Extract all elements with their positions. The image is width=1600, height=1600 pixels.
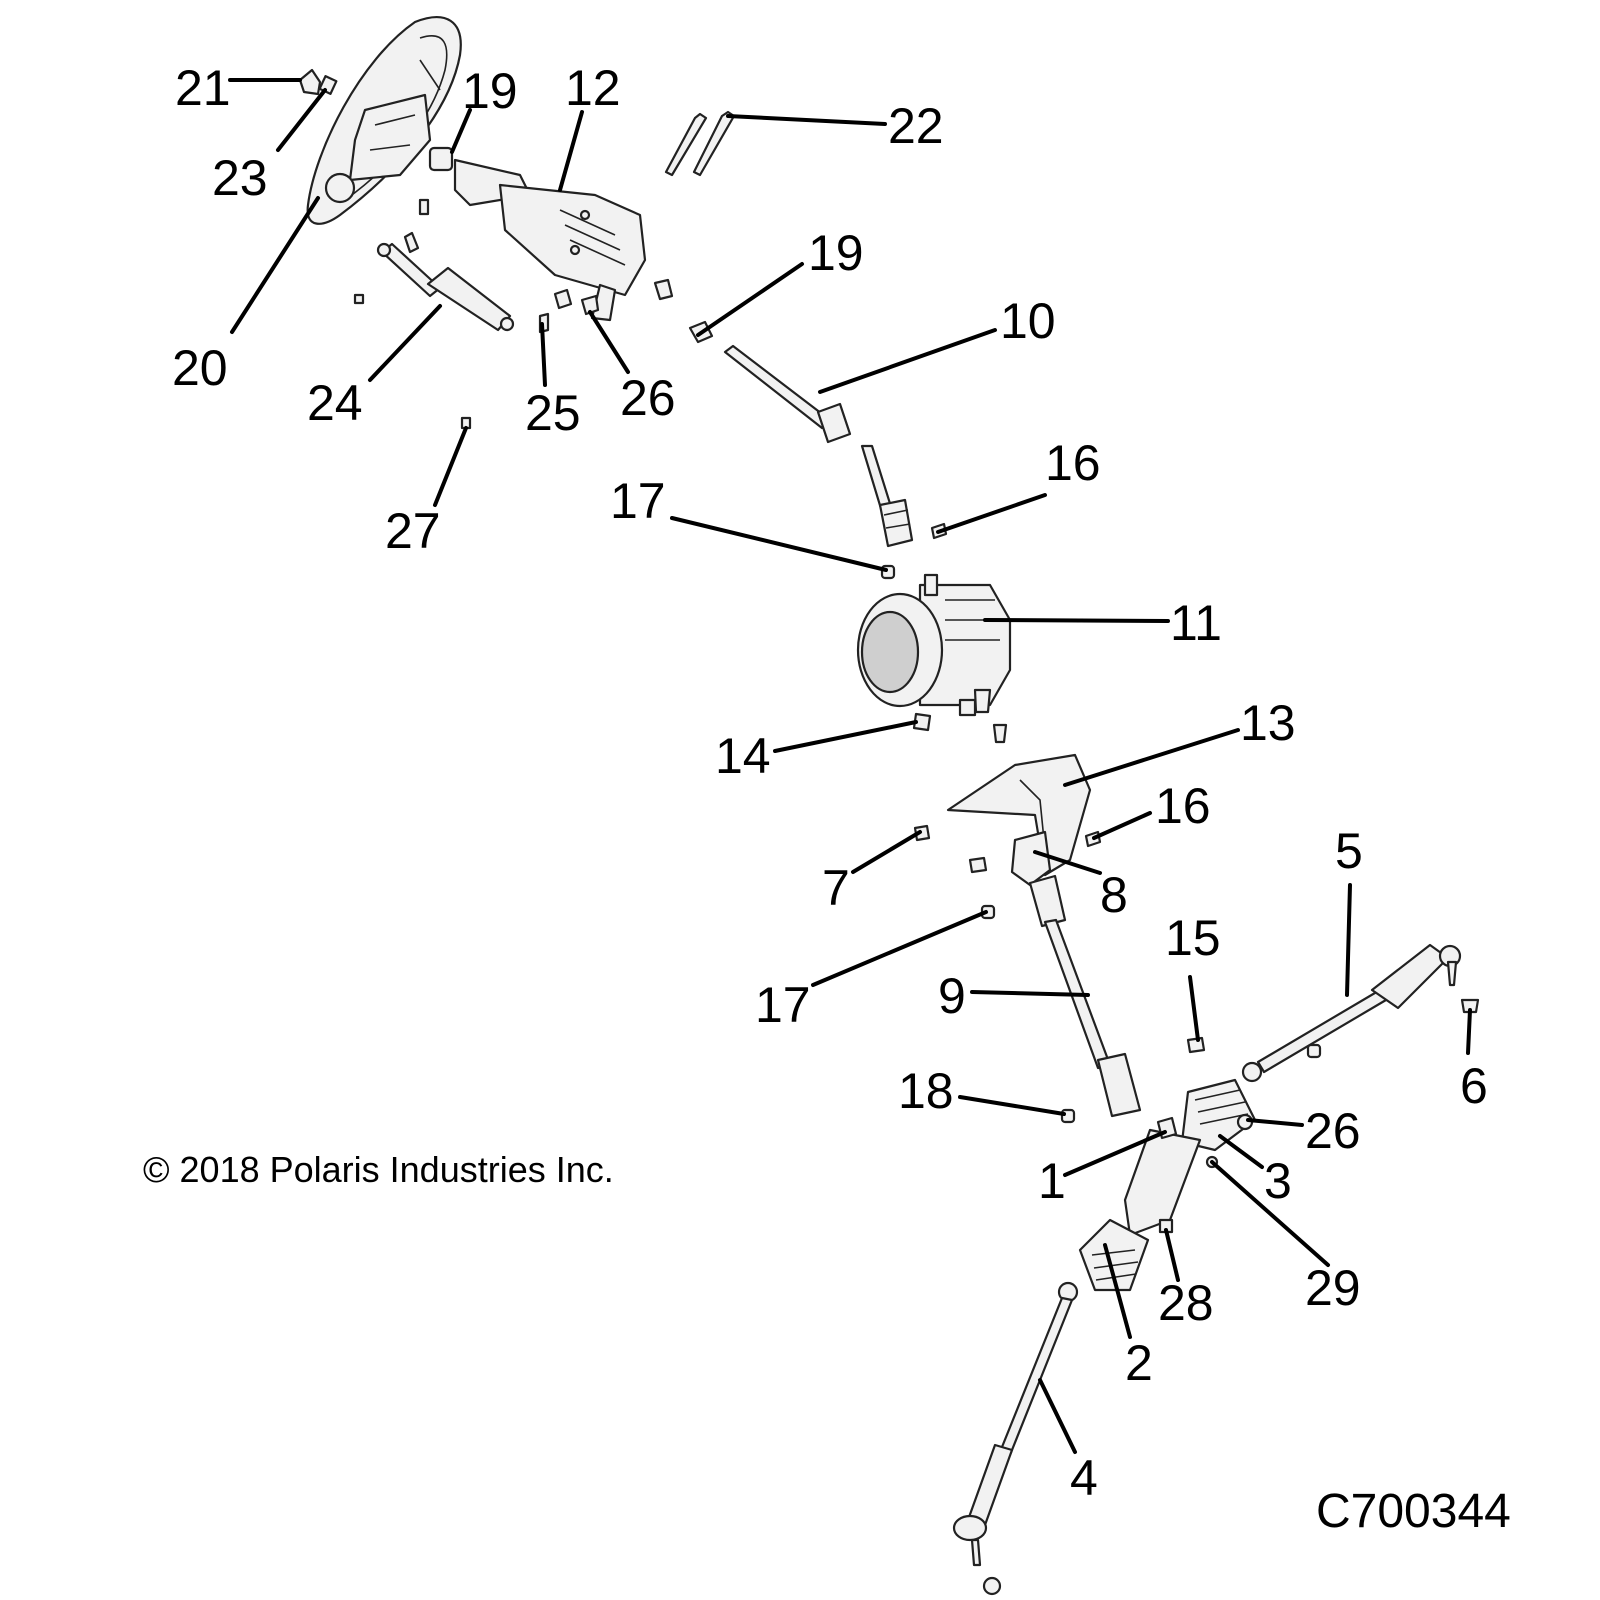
- callout-26-lower: 26: [1305, 1103, 1361, 1159]
- castle-nut: [1460, 998, 1480, 1014]
- bracket-bushing-left: [553, 288, 573, 310]
- right-tie-rod: [1241, 943, 1462, 1083]
- leader-lines: [228, 78, 1472, 1454]
- callout-4: 4: [1070, 1450, 1098, 1506]
- steering-wheel: [306, 16, 462, 225]
- callout-24: 24: [307, 375, 363, 431]
- callout-6: 6: [1460, 1058, 1488, 1114]
- callout-labels: 21 23 19 12 22 20 19 10 24 25 26 27 16 1…: [172, 60, 1488, 1506]
- callout-29: 29: [1305, 1260, 1361, 1316]
- callout-5: 5: [1335, 823, 1363, 879]
- callout-8: 8: [1100, 867, 1128, 923]
- callout-18: 18: [898, 1063, 954, 1119]
- callout-19-lower: 19: [808, 225, 864, 281]
- callout-28: 28: [1158, 1275, 1214, 1331]
- callout-16-upper: 16: [1045, 435, 1101, 491]
- eps-bolt-lower: [992, 723, 1008, 744]
- callout-26-upper: 26: [620, 370, 676, 426]
- callout-7: 7: [822, 860, 850, 916]
- left-tie-rod: [952, 1281, 1079, 1596]
- callout-3: 3: [1264, 1153, 1292, 1209]
- callout-19-upper: 19: [462, 63, 518, 119]
- shaft-seal: [1010, 830, 1052, 887]
- copyright-notice: © 2018 Polaris Industries Inc.: [143, 1149, 614, 1190]
- callout-15: 15: [1165, 910, 1221, 966]
- mount-bolt-lower: [968, 856, 988, 874]
- horn-cap: [298, 68, 322, 96]
- pivot-pin: [403, 231, 420, 254]
- callout-17-upper: 17: [610, 473, 666, 529]
- callout-22: 22: [888, 98, 944, 154]
- tilt-bracket: [453, 158, 647, 322]
- bracket-bushing: [580, 294, 600, 316]
- callout-9: 9: [938, 968, 966, 1024]
- callout-10: 10: [1000, 293, 1056, 349]
- eps-assembly: [856, 573, 1012, 717]
- pivot-bolt: [418, 198, 430, 216]
- rack-nut: [1060, 1108, 1076, 1124]
- steering-rack: [1078, 1078, 1257, 1292]
- tilt-bolts: [664, 110, 736, 177]
- drawing-code: C700344: [1316, 1485, 1511, 1538]
- callout-13: 13: [1240, 695, 1296, 751]
- callout-2: 2: [1125, 1335, 1153, 1391]
- tilt-gas-shock: [376, 242, 515, 332]
- upper-bushing: [428, 146, 454, 172]
- callout-25: 25: [525, 385, 581, 441]
- bracket-spacer: [653, 278, 674, 301]
- upper-steering-shaft: [723, 344, 914, 548]
- callout-21: 21: [175, 60, 231, 116]
- callout-12: 12: [565, 60, 621, 116]
- callout-17-lower: 17: [755, 977, 811, 1033]
- callout-23: 23: [212, 150, 268, 206]
- callout-27: 27: [385, 503, 441, 559]
- callout-14: 14: [715, 728, 771, 784]
- callout-1: 1: [1038, 1153, 1066, 1209]
- callout-16-lower: 16: [1155, 778, 1211, 834]
- tie-rod-nut: [1306, 1043, 1322, 1059]
- callout-11: 11: [1170, 595, 1222, 651]
- small-nut: [353, 293, 365, 305]
- callout-20: 20: [172, 340, 228, 396]
